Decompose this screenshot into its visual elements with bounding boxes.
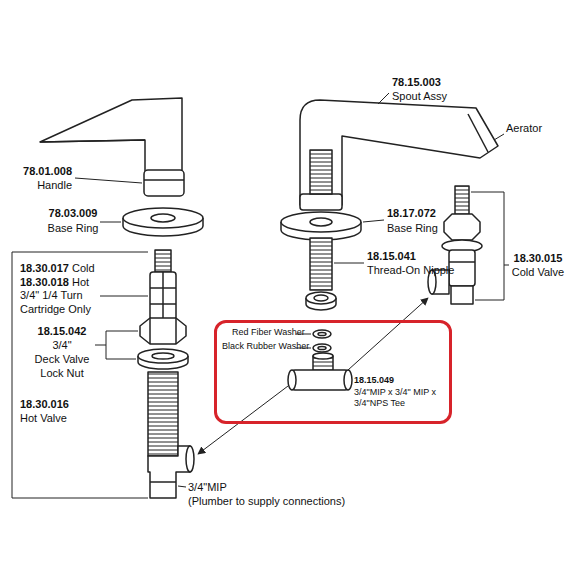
thread-on-nipple	[306, 238, 336, 310]
washer	[313, 330, 331, 352]
part-number: 18.30.016	[20, 397, 69, 411]
part-number: 78.01.008	[23, 164, 72, 178]
part-label: Cold Valve	[512, 265, 564, 279]
part-number: 78.03.009	[49, 206, 98, 220]
cartridge	[150, 250, 176, 320]
part-label: 3/4"MIP	[188, 480, 227, 494]
part-number: 18.15.041	[367, 249, 416, 263]
part-label: (Plumber to supply connections)	[188, 494, 345, 508]
cold-valve	[428, 186, 482, 304]
hot-valve	[148, 372, 194, 498]
part-number: 18.30.018	[20, 275, 69, 289]
part-label: Red Fiber Washer	[232, 327, 305, 338]
part-label: Hot	[72, 275, 89, 289]
part-label: Spout Assy	[392, 89, 447, 103]
part-label: Hot Valve	[20, 411, 67, 425]
part-number: 18.30.015	[514, 251, 563, 265]
part-label: Base Ring	[48, 221, 99, 235]
lock-nut	[138, 318, 188, 369]
part-label: Black Rubber Washer	[222, 341, 309, 352]
part-label: 3/4"	[52, 338, 71, 352]
part-number: 78.15.003	[392, 75, 441, 89]
base-ring	[123, 208, 203, 236]
part-label: Lock Nut	[40, 366, 83, 380]
part-number: 18.15.049	[354, 375, 394, 386]
part-label: Cold	[72, 261, 95, 275]
part-label: 3/4"MIP x 3/4" MIP x 3/4"NPS Tee	[354, 387, 446, 409]
part-number: 18.17.072	[387, 206, 436, 220]
part-label: Base Ring	[387, 221, 438, 235]
tee-fitting	[288, 353, 352, 390]
part-number: 18.15.042	[38, 324, 87, 338]
part-number: 18.30.017	[20, 261, 69, 275]
part-label: Cartridge Only	[20, 302, 91, 316]
part-label: Deck Valve	[35, 352, 90, 366]
leader-lines	[12, 93, 509, 498]
part-label: Thread-On Nipple	[367, 263, 454, 277]
callout-box: Red Fiber WasherBlack Rubber Washer 18.15…	[214, 320, 452, 424]
base-ring	[281, 212, 361, 240]
part-label: 3/4" 1/4 Turn	[20, 288, 83, 302]
part-label: Handle	[37, 178, 72, 192]
part-label: Aerator	[506, 121, 542, 135]
